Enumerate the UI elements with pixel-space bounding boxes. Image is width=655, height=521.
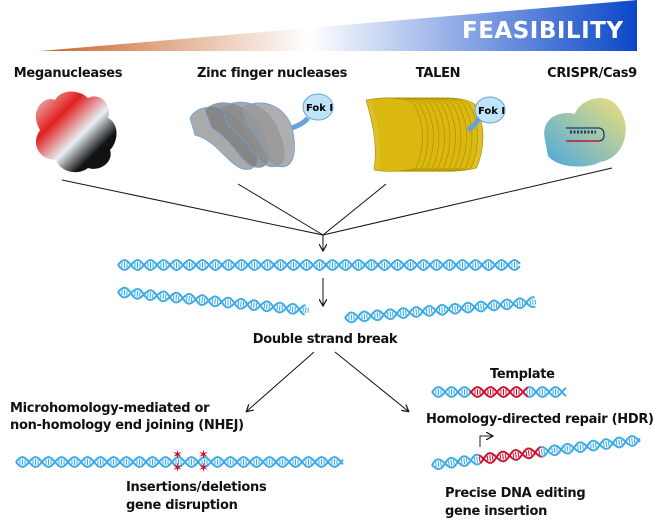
talen-icon: [365, 97, 484, 172]
nhej-title-line1: Microhomology-mediated or: [10, 401, 210, 416]
dna-break-left: [117, 286, 309, 316]
svg-text:✶: ✶: [198, 461, 209, 476]
zinc-finger-nuclease-icon: [189, 93, 334, 170]
fok-label-talen: Fok I: [478, 106, 505, 117]
dna-break-right: [344, 296, 537, 324]
label-crispr-cas9: CRISPR/Cas9: [547, 66, 637, 81]
feasibility-wedge: [40, 0, 637, 51]
label-talen: TALEN: [415, 66, 461, 81]
meganuclease-icon: [35, 91, 117, 173]
nhej-outcome-line2: gene disruption: [126, 498, 238, 513]
feasibility-label: FEASIBILITY: [462, 18, 624, 44]
indel-stars: ✶✶ ✶✶: [172, 448, 209, 476]
fok-label-zinc: Fok I: [306, 103, 333, 114]
svg-text:✶: ✶: [172, 461, 183, 476]
double-strand-break-label: Double strand break: [252, 332, 398, 347]
crispr-cas9-icon: [544, 98, 626, 167]
nhej-outcome-line1: Insertions/deletions: [126, 480, 267, 495]
dna-nhej-repaired: [15, 456, 344, 468]
label-meganucleases: Meganucleases: [13, 66, 123, 81]
hdr-outcome-line1: Precise DNA editing: [445, 486, 586, 501]
label-zinc-finger-nucleases: Zinc finger nucleases: [196, 66, 348, 81]
svg-text:✶: ✶: [172, 448, 183, 463]
dna-intact: [117, 259, 521, 271]
talen-repeat: [365, 97, 423, 172]
template-label: Template: [490, 367, 555, 382]
svg-text:✶: ✶: [198, 448, 209, 463]
hdr-outcome-line2: gene insertion: [445, 504, 548, 519]
dna-template: [431, 386, 567, 398]
nhej-title-line2: non-homology end joining (NHEJ): [10, 418, 244, 433]
dna-hdr-edited: [431, 435, 641, 471]
convergence-lines: [61, 167, 613, 447]
hdr-title: Homology-directed repair (HDR): [426, 412, 654, 427]
